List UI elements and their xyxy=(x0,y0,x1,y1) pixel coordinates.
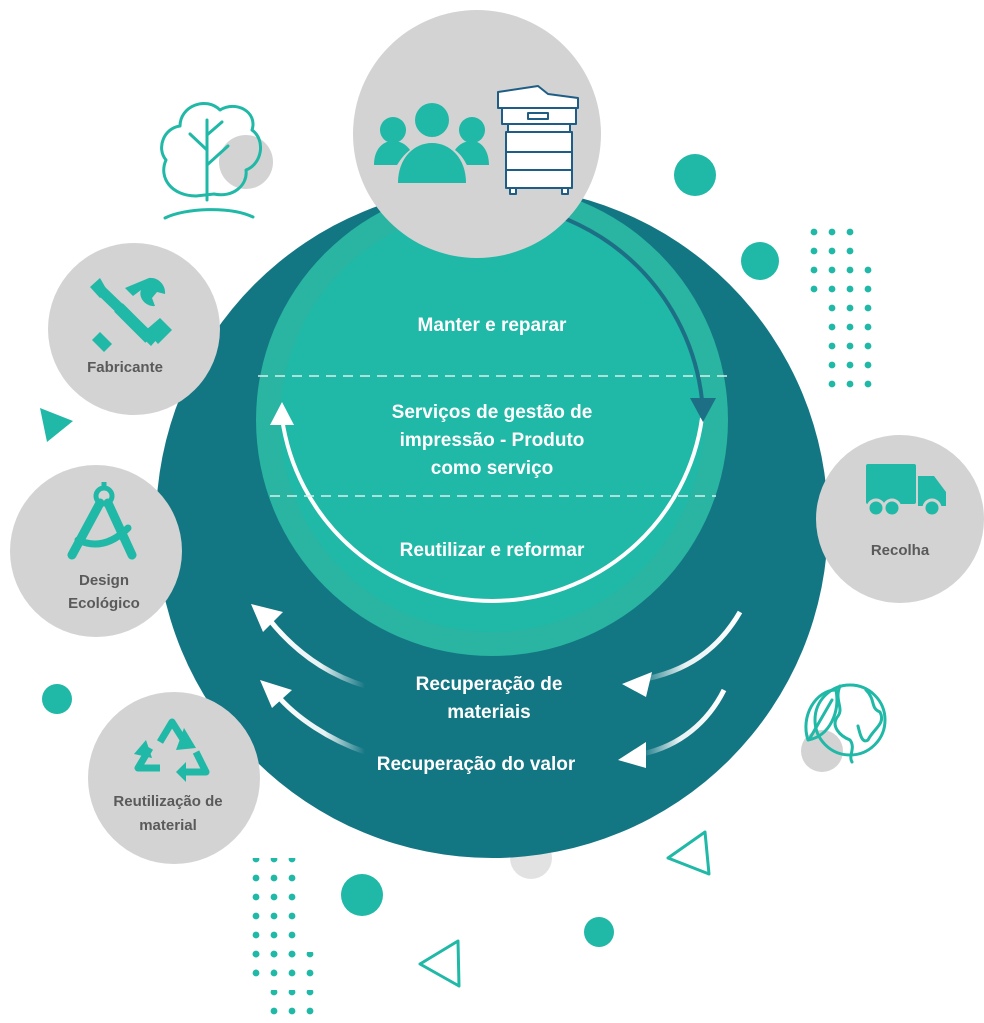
inner-loop-circle xyxy=(280,208,704,632)
compass-icon xyxy=(67,482,137,560)
teal-dot xyxy=(341,874,383,916)
dot-grid xyxy=(244,952,316,988)
people-icon xyxy=(374,103,489,183)
outer-loop-arrows xyxy=(251,604,743,768)
manufacturer-node: Fabricante xyxy=(48,243,220,415)
dot-grid xyxy=(824,300,878,392)
teal-dot xyxy=(674,154,716,196)
dot-grid xyxy=(244,858,298,970)
material-reuse-label-2: material xyxy=(139,817,197,834)
eco-design-node: Design Ecológico xyxy=(10,465,182,637)
tools-icon xyxy=(90,277,172,352)
manufacturer-label: Fabricante xyxy=(87,359,163,376)
teal-dot xyxy=(584,917,614,947)
material-reuse-node: Reutilização de material xyxy=(88,692,260,864)
stage-print-services-label-3: como serviço xyxy=(431,458,554,479)
collection-circle xyxy=(816,435,984,603)
arrow-left-lower xyxy=(260,680,292,708)
value-recovery-label: Recuperação do valor xyxy=(377,754,576,775)
arrow-right-lower xyxy=(618,742,646,768)
materials-recovery-label-2: materiais xyxy=(447,702,530,723)
dot-grid xyxy=(806,262,878,298)
triangle-outline xyxy=(666,830,711,876)
eco-design-label-1: Design xyxy=(79,572,129,589)
collection-label: Recolha xyxy=(871,542,930,559)
teal-dot xyxy=(741,242,779,280)
material-reuse-circle xyxy=(88,692,260,864)
materials-recovery-label-1: Recuperação de xyxy=(416,674,563,695)
stage-print-services-label-2: impressão - Produto xyxy=(400,430,585,451)
arrow-right-upper xyxy=(622,672,652,697)
decorations xyxy=(40,101,887,1018)
material-reuse-label-1: Reutilização de xyxy=(113,793,222,810)
printer-icon xyxy=(497,85,579,195)
arrow-down-right xyxy=(690,398,716,422)
triangle-outline xyxy=(418,939,461,988)
truck-icon xyxy=(866,464,946,518)
stage-print-services-label-1: Serviços de gestão de xyxy=(392,402,593,423)
eco-design-circle xyxy=(10,465,182,637)
collection-node: Recolha xyxy=(816,435,984,603)
teal-dot xyxy=(42,684,72,714)
arrow-up-left xyxy=(270,402,294,425)
arrow-left-upper xyxy=(251,604,283,632)
eco-design-label-2: Ecológico xyxy=(68,595,140,612)
dot-grid xyxy=(806,224,860,260)
stage-maintain-repair-label: Manter e reparar xyxy=(418,315,568,336)
tree-icon xyxy=(160,101,262,220)
stage-reuse-refurbish-label: Reutilizar e reformar xyxy=(400,540,585,561)
dot-grid xyxy=(262,990,316,1018)
recycle-icon xyxy=(134,718,210,782)
top-node xyxy=(353,10,601,258)
triangle-filled xyxy=(40,408,73,442)
globe-leaf-icon xyxy=(804,683,887,764)
